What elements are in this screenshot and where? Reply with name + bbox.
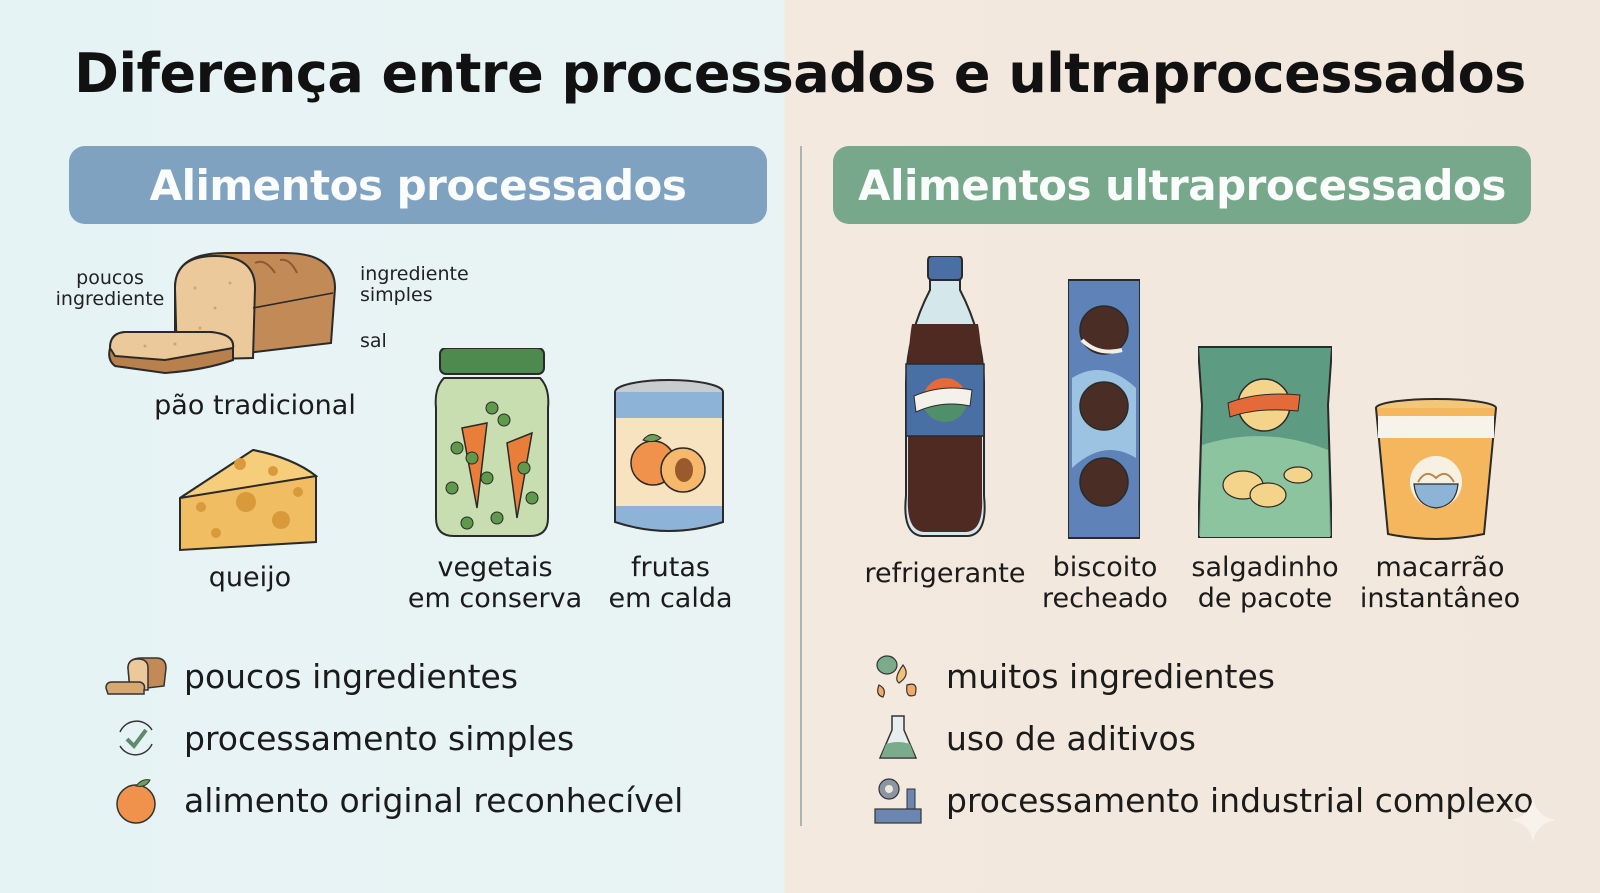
- chips-bag-icon: [1198, 346, 1332, 538]
- bullet-uso-aditivos: uso de aditivos: [862, 707, 1534, 769]
- cheese-wedge-icon: [179, 448, 318, 552]
- bullet-poucos-ingredientes: poucos ingredientes: [100, 645, 683, 707]
- bullet-text: alimento original reconhecível: [184, 780, 684, 820]
- canned-peach-icon: [614, 379, 724, 532]
- item-label-queijo: queijo: [208, 562, 292, 593]
- bullet-text: muitos ingredientes: [946, 656, 1275, 696]
- soda-bottle-icon: [904, 256, 986, 537]
- flask-icon: [878, 715, 918, 759]
- processed-characteristics: poucos ingredientes processamento simple…: [100, 645, 683, 831]
- factory-gear-icon: [874, 778, 922, 824]
- item-label-pao: pão tradicional: [154, 390, 356, 421]
- annotation-poucos-ingrediente: poucos ingrediente: [55, 267, 165, 310]
- bullet-muitos-ingredientes: muitos ingredientes: [862, 645, 1534, 707]
- annotation-ingrediente-simples: ingrediente simples: [360, 263, 469, 306]
- item-label-salgadinho: salgadinho de pacote: [1191, 552, 1339, 614]
- noodle-cup-icon: [1375, 398, 1497, 540]
- peach-icon: [116, 779, 156, 824]
- item-label-macarrao: macarrão instantâneo: [1359, 552, 1521, 614]
- bullet-alimento-original: alimento original reconhecível: [100, 769, 683, 831]
- sparkle-icon: [1510, 797, 1556, 843]
- bread-icon: [105, 657, 167, 695]
- item-label-vegetais: vegetais em conserva: [407, 552, 583, 614]
- processed-header: Alimentos processados: [69, 146, 767, 224]
- check-cycle-icon: [119, 720, 153, 756]
- bullet-processamento-industrial: processamento industrial complexo: [862, 769, 1534, 831]
- cookie-pack-icon: [1068, 279, 1140, 539]
- page-title: Diferença entre processados e ultraproce…: [74, 42, 1526, 105]
- bullet-processamento-simples: processamento simples: [100, 707, 683, 769]
- ultraprocessed-characteristics: muitos ingredientes uso de aditivos proc…: [862, 645, 1534, 831]
- bread-loaf-icon: [108, 252, 337, 375]
- item-label-biscoito: biscoito recheado: [1042, 552, 1168, 614]
- item-label-frutas: frutas em calda: [608, 552, 733, 614]
- ultraprocessed-header: Alimentos ultraprocessados: [833, 146, 1531, 224]
- annotation-sal: sal: [360, 330, 387, 352]
- bullet-text: processamento simples: [184, 718, 575, 758]
- bullet-text: poucos ingredientes: [184, 656, 519, 696]
- item-label-refrigerante: refrigerante: [864, 558, 1026, 589]
- bullet-text: processamento industrial complexo: [946, 780, 1534, 820]
- vegetable-jar-icon: [434, 348, 550, 537]
- center-divider: [800, 146, 802, 826]
- ingredients-icon: [876, 655, 917, 698]
- bullet-text: uso de aditivos: [946, 718, 1196, 758]
